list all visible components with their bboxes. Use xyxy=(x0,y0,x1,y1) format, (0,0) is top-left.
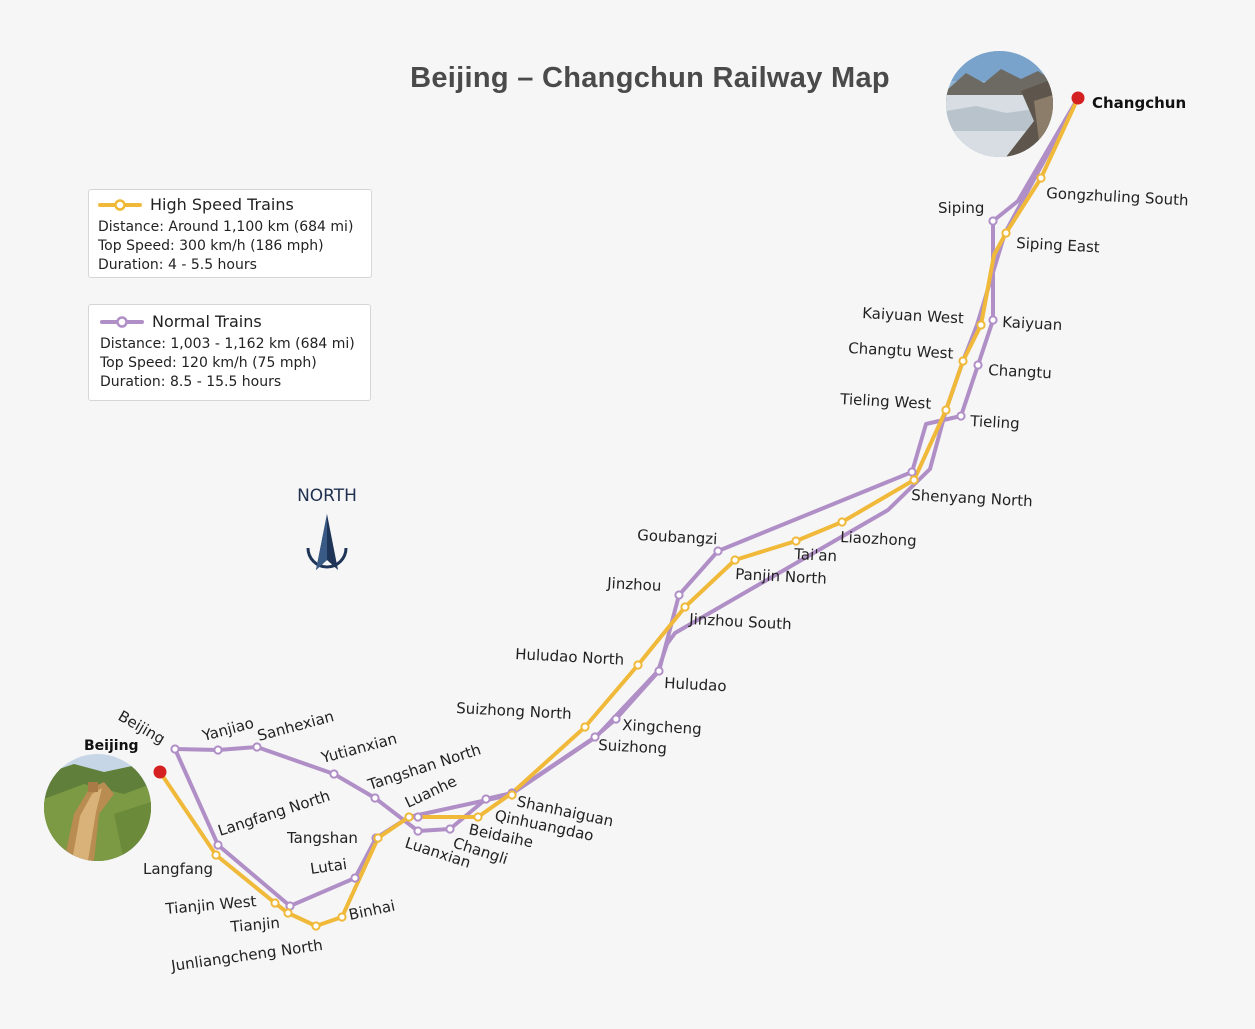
label-binhai: Binhai xyxy=(347,897,397,924)
label-siping: Siping xyxy=(938,199,984,217)
normal-goubangzi-station-marker xyxy=(713,546,723,556)
hs-siping-east-station-marker xyxy=(1001,228,1011,238)
high-speed-route-line xyxy=(158,96,1080,928)
hs-beidaihe-station-marker xyxy=(473,812,483,822)
normal-kaiyuan-station-marker xyxy=(988,315,998,325)
normal-langfang-north-station-marker xyxy=(213,840,223,850)
normal-sanhexian-station-marker xyxy=(252,742,262,752)
normal-tieling-station-marker xyxy=(956,411,966,421)
label-liaozhong: Liaozhong xyxy=(840,528,917,550)
high-speed-stations-group xyxy=(211,173,1046,931)
hs-langfang-station-marker xyxy=(211,850,221,860)
normal-luanhe-station-marker xyxy=(413,812,423,822)
label-suizhong-north: Suizhong North xyxy=(456,699,572,723)
normal-xingcheng-station-marker xyxy=(611,714,621,724)
hs-suizhong-north-station-marker xyxy=(580,722,590,732)
label-shenyang-north: Shenyang North xyxy=(911,486,1033,510)
legend-normal-duration: Duration: 8.5 - 15.5 hours xyxy=(100,374,282,390)
normal-beijing-station-marker xyxy=(170,744,180,754)
legend-normal-top-speed: Top Speed: 120 km/h (75 mph) xyxy=(100,355,317,371)
hs-gongzhuling-south-station-marker xyxy=(1036,173,1046,183)
hs-panjin-north-station-marker xyxy=(730,555,740,565)
beijing-terminal-marker xyxy=(153,765,167,779)
legend-normal-name: Normal Trains xyxy=(152,312,262,331)
hs-huludao-north-station-marker xyxy=(633,660,643,670)
hs-luanhe-station-marker xyxy=(404,812,414,822)
hs-shenyang-north-station-marker xyxy=(909,475,919,485)
label-changtu: Changtu xyxy=(988,361,1052,382)
hs-qinhuangdao-station-marker xyxy=(507,790,517,800)
changchun-landscape-photo xyxy=(946,51,1053,157)
normal-tangshan-north-station-marker xyxy=(370,793,380,803)
normal-changli-station-marker xyxy=(445,824,455,834)
normal-jinzhou-station-marker xyxy=(674,590,684,600)
label-tianjin-west: Tianjin West xyxy=(164,892,257,918)
label-goubangzi: Goubangzi xyxy=(637,526,718,548)
label-jinzhou: Jinzhou xyxy=(606,574,662,595)
legend-high-speed-name: High Speed Trains xyxy=(150,195,294,214)
legend-normal: Normal Trains Distance: 1,003 - 1,162 km… xyxy=(88,304,371,401)
hs-tianjin-west-station-marker xyxy=(270,898,280,908)
hs-binhai-station-marker xyxy=(337,912,347,922)
label-panjin-north: Panjin North xyxy=(735,565,827,588)
normal-huludao-station-marker xyxy=(654,666,664,676)
hs-tieling-west-station-marker xyxy=(941,405,951,415)
normal-siping-station-marker xyxy=(988,216,998,226)
normal-lutai-station-marker xyxy=(350,873,360,883)
label-xingcheng: Xingcheng xyxy=(622,716,702,738)
label-huludao: Huludao xyxy=(664,674,727,695)
label-yutianxian: Yutianxian xyxy=(318,729,398,767)
map-title: Beijing – Changchun Railway Map xyxy=(410,62,890,94)
label-jinzhou-south: Jinzhou South xyxy=(688,610,792,633)
north-arrow-icon xyxy=(306,514,348,570)
normal-beidaihe-station-marker xyxy=(481,794,491,804)
normal-changtu-station-marker xyxy=(973,360,983,370)
label-beijing-terminal: Beijing xyxy=(84,738,139,754)
label-suizhong: Suizhong xyxy=(598,736,668,758)
hs-junliangcheng-north-station-marker xyxy=(311,921,321,931)
changchun-terminal-marker xyxy=(1071,91,1085,105)
hs-jinzhou-south-station-marker xyxy=(680,602,690,612)
legend-high-speed: High Speed Trains Distance: Around 1,100… xyxy=(88,189,372,278)
label-sanhexian: Sanhexian xyxy=(255,707,335,745)
legend-normal-distance: Distance: 1,003 - 1,162 km (684 mi) xyxy=(100,336,355,352)
legend-high-speed-distance: Distance: Around 1,100 km (684 mi) xyxy=(98,219,354,235)
label-tianjin: Tianjin xyxy=(229,914,281,936)
legend-high-speed-duration: Duration: 4 - 5.5 hours xyxy=(98,257,257,273)
normal-yanjiao-station-marker xyxy=(213,745,223,755)
normal-stations-group xyxy=(170,216,998,911)
high-speed-legend-swatch xyxy=(98,198,142,211)
north-label: NORTH xyxy=(297,486,357,506)
normal-shenyang-north-station-marker xyxy=(907,467,917,477)
label-taian: Tai'an xyxy=(793,545,838,565)
label-changchun: Changchun xyxy=(1092,94,1187,112)
hs-tianjin-station-marker xyxy=(283,908,293,918)
label-siping-east: Siping East xyxy=(1016,234,1100,256)
great-wall-photo xyxy=(44,754,151,861)
hs-liaozhong-station-marker xyxy=(837,517,847,527)
hs-kaiyuan-west-station-marker xyxy=(976,320,986,330)
label-gongzhuling-south: Gongzhuling South xyxy=(1046,184,1189,209)
hs-tai-an-station-marker xyxy=(791,536,801,546)
hs-tangshan-station-marker xyxy=(373,833,383,843)
label-lutai: Lutai xyxy=(309,855,348,878)
normal-yutianxian-station-marker xyxy=(329,769,339,779)
label-tangshan: Tangshan xyxy=(286,829,358,847)
legend-high-speed-top-speed: Top Speed: 300 km/h (186 mph) xyxy=(98,238,324,254)
label-huludao-north: Huludao North xyxy=(515,645,625,669)
normal-legend-swatch xyxy=(100,315,144,328)
label-tieling: Tieling xyxy=(969,412,1020,433)
normal-suizhong-station-marker xyxy=(590,732,600,742)
label-tieling-west: Tieling West xyxy=(839,390,932,413)
label-yanjiao: Yanjiao xyxy=(199,714,255,745)
label-langfang: Langfang xyxy=(143,860,213,878)
label-kaiyuan: Kaiyuan xyxy=(1002,313,1063,334)
hs-changtu-west-station-marker xyxy=(958,356,968,366)
label-kaiyuan-west: Kaiyuan West xyxy=(862,304,965,327)
label-changtu-west: Changtu West xyxy=(848,339,954,362)
normal-luanxian-station-marker xyxy=(413,826,423,836)
label-junliangcheng-north: Junliangcheng North xyxy=(169,936,324,975)
